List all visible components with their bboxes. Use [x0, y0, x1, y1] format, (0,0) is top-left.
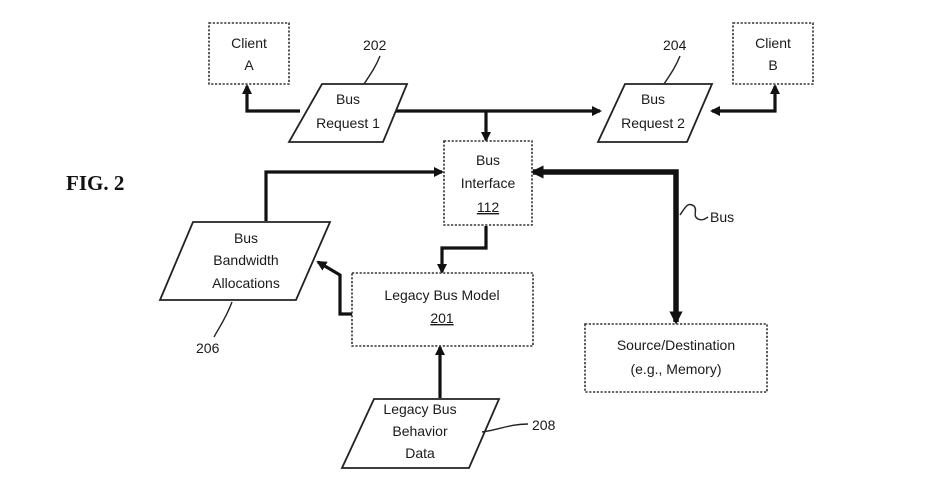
svg-text:Request 1: Request 1 — [316, 115, 380, 131]
bus-request-1: Bus Request 1 — [287, 83, 409, 143]
svg-text:Request 2: Request 2 — [621, 115, 685, 131]
svg-text:B: B — [768, 57, 777, 73]
svg-text:Legacy Bus Model: Legacy Bus Model — [384, 287, 499, 303]
svg-text:201: 201 — [430, 310, 454, 326]
legacy-bus-model-box: Legacy Bus Model 201 — [351, 272, 534, 347]
bus-connector — [530, 165, 683, 325]
svg-text:Interface: Interface — [461, 175, 516, 191]
ref-202-leader — [363, 55, 381, 85]
svg-text:112: 112 — [477, 199, 500, 215]
svg-text:Client: Client — [231, 35, 267, 51]
svg-text:A: A — [244, 57, 254, 73]
ref-206-leader — [213, 301, 233, 338]
svg-text:Bus: Bus — [476, 152, 500, 168]
connector-model-to-bandwidth — [316, 260, 352, 316]
bus-label: Bus — [710, 209, 734, 225]
connector-bandwidth-to-interface — [264, 166, 445, 221]
bus-label-leader — [679, 203, 709, 221]
figure-label: FIG. 2 — [66, 171, 124, 195]
svg-text:Bus: Bus — [336, 91, 360, 107]
connector-client-a — [241, 83, 300, 113]
ref-208: 208 — [532, 417, 556, 433]
ref-206: 206 — [196, 340, 220, 356]
ref-204: 204 — [663, 37, 687, 53]
svg-text:Data: Data — [405, 445, 435, 461]
svg-text:Allocations: Allocations — [212, 275, 280, 291]
svg-text:Behavior: Behavior — [392, 423, 448, 439]
client-a-box: Client A — [208, 22, 290, 85]
legacy-bus-behavior-data: Legacy Bus Behavior Data — [340, 398, 501, 469]
connector-client-b — [709, 83, 781, 117]
svg-text:Bandwidth: Bandwidth — [213, 252, 278, 268]
svg-text:Bus: Bus — [641, 91, 665, 107]
svg-text:Legacy Bus: Legacy Bus — [383, 401, 456, 417]
svg-text:Client: Client — [755, 35, 791, 51]
ref-202: 202 — [363, 37, 387, 53]
client-b-box: Client B — [732, 22, 814, 85]
connector-interface-to-model — [436, 226, 488, 275]
bus-interface-box: Bus Interface 112 — [443, 140, 533, 226]
svg-text:(e.g., Memory): (e.g., Memory) — [630, 361, 721, 377]
ref-208-leader — [481, 423, 529, 433]
bus-bandwidth-allocations: Bus Bandwidth Allocations — [158, 221, 332, 301]
source-destination-box: Source/Destination (e.g., Memory) — [584, 323, 768, 393]
bus-request-2: Bus Request 2 — [596, 83, 714, 143]
svg-text:Source/Destination: Source/Destination — [617, 337, 735, 353]
ref-204-leader — [663, 55, 681, 85]
svg-text:Bus: Bus — [234, 230, 258, 246]
